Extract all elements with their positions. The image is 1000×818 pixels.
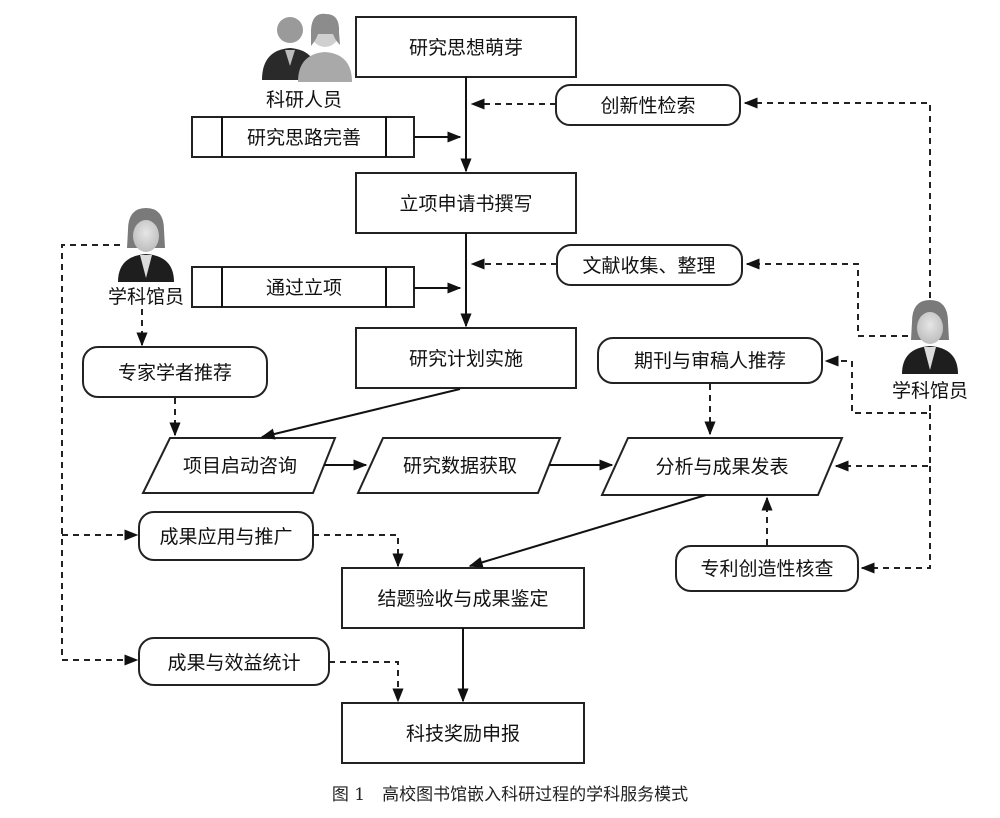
dashed-librarian-to-journal <box>824 355 931 414</box>
step-idea-box: 研究思想萌芽 <box>355 16 577 78</box>
figure-caption: 图 1 高校图书馆嵌入科研过程的学科服务模式 <box>332 785 688 805</box>
librarian-right-label: 学科馆员 <box>892 380 968 402</box>
service-patent-check: 专利创造性核查 <box>675 545 859 592</box>
researchers-icon <box>262 13 352 82</box>
service-expert-recommend-label: 专家学者推荐 <box>118 362 232 384</box>
subprocess-refine-box: 研究思路完善 <box>191 116 415 158</box>
step-kickoff-shape: 项目启动咨询 <box>141 437 337 494</box>
service-journal-recommend-label: 期刊与审稿人推荐 <box>634 350 786 372</box>
dashed-librarian-to-novelty <box>743 97 931 298</box>
dashed-statistics-to-award <box>329 661 404 703</box>
arrow-implement-to-kickoff <box>260 388 461 440</box>
subprocess-refine-label: 研究思路完善 <box>247 127 361 149</box>
solid-connectors <box>260 77 707 703</box>
step-idea-label: 研究思想萌芽 <box>409 37 523 59</box>
dashed-application-to-acceptance <box>313 534 404 568</box>
service-expert-recommend: 专家学者推荐 <box>82 346 268 398</box>
librarian-right-icon <box>902 300 958 374</box>
step-kickoff-label: 项目启动咨询 <box>183 455 297 477</box>
librarian-left-label: 学科馆员 <box>108 286 184 308</box>
service-statistics: 成果与效益统计 <box>138 637 330 686</box>
service-application: 成果应用与推广 <box>138 511 314 561</box>
step-implement-box: 研究计划实施 <box>355 327 577 389</box>
step-implement-label: 研究计划实施 <box>409 348 523 370</box>
step-acceptance-box: 结题验收与成果鉴定 <box>341 567 585 629</box>
dashed-librarian-to-patent <box>860 466 931 574</box>
service-statistics-label: 成果与效益统计 <box>167 652 300 674</box>
step-acceptance-label: 结题验收与成果鉴定 <box>377 588 548 610</box>
dashed-left-rail <box>61 244 120 660</box>
step-award-box: 科技奖励申报 <box>341 702 585 764</box>
step-data-label: 研究数据获取 <box>403 455 517 477</box>
service-literature-label: 文献收集、整理 <box>582 255 715 277</box>
dashed-connectors <box>61 97 931 703</box>
service-journal-recommend: 期刊与审稿人推荐 <box>597 337 823 384</box>
step-award-label: 科技奖励申报 <box>406 723 520 745</box>
subprocess-approve-label: 通过立项 <box>266 277 342 299</box>
dashed-librarian-to-literature <box>745 258 908 337</box>
service-novelty-search-label: 创新性检索 <box>600 95 695 117</box>
arrow-publish-to-acceptance <box>468 494 707 568</box>
step-publish-shape: 分析与成果发表 <box>600 437 844 496</box>
service-literature: 文献收集、整理 <box>556 244 743 286</box>
service-novelty-search: 创新性检索 <box>555 84 741 126</box>
step-publish-label: 分析与成果发表 <box>655 456 788 478</box>
dashed-librarian-to-publish <box>834 413 931 472</box>
step-proposal-box: 立项申请书撰写 <box>355 172 577 234</box>
step-data-shape: 研究数据获取 <box>356 437 562 494</box>
librarian-left-icon <box>118 208 174 282</box>
subprocess-approve-box: 通过立项 <box>191 266 415 308</box>
service-application-label: 成果应用与推广 <box>159 526 292 548</box>
step-proposal-label: 立项申请书撰写 <box>399 193 532 215</box>
service-patent-check-label: 专利创造性核查 <box>700 558 833 580</box>
researchers-label: 科研人员 <box>266 89 342 111</box>
